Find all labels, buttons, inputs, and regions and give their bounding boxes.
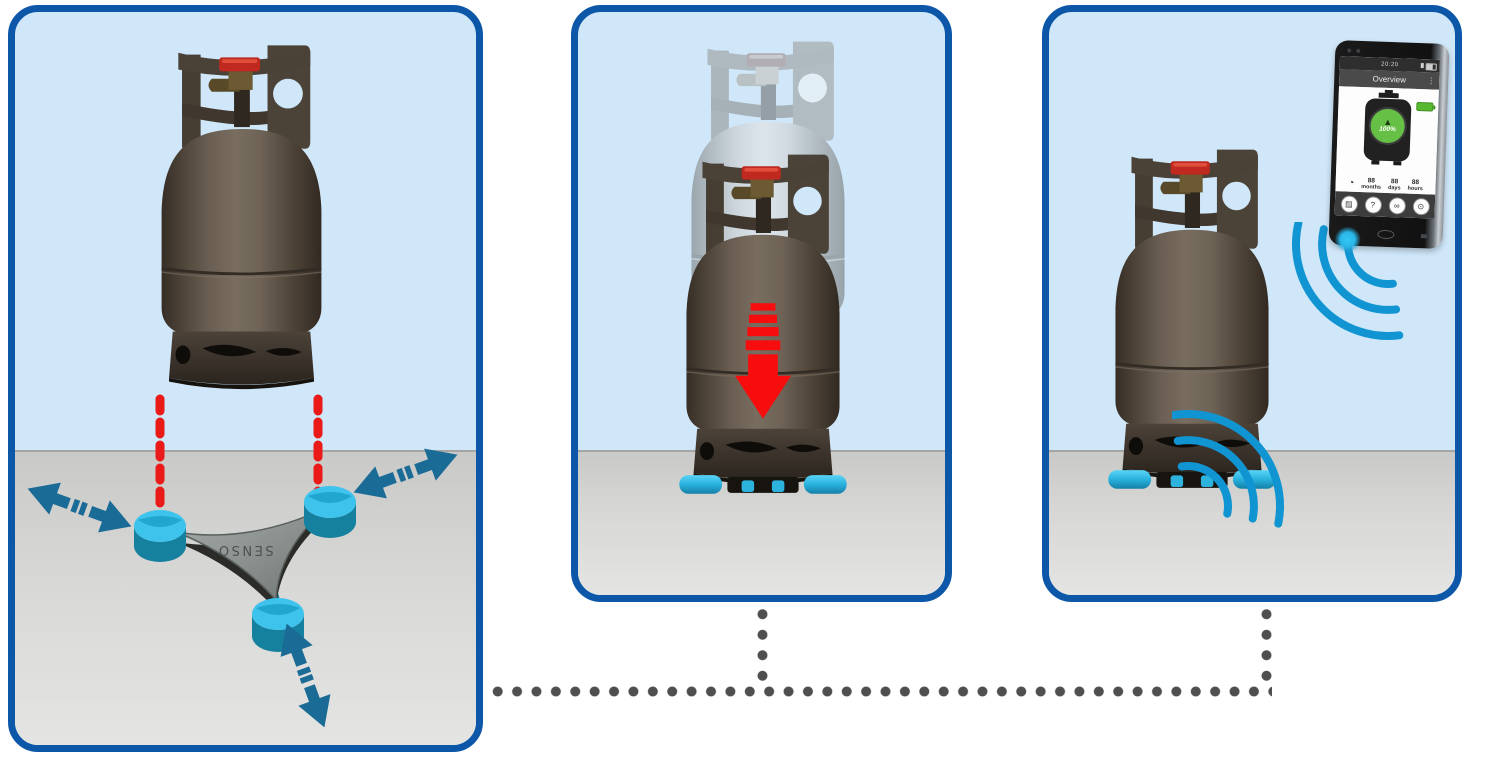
wifi-waves-cylinder: [1172, 410, 1284, 528]
senso-base-device: SENSO: [134, 486, 356, 652]
status-time: 20:20: [1380, 61, 1399, 68]
connector-dotted-line-step2: [757, 604, 768, 688]
phone-menu-key: [1420, 234, 1427, 239]
phone-nav-chart-icon: ▤: [1340, 194, 1358, 213]
base-brand-label: SENSO: [216, 542, 273, 557]
app-title: Overview: [1372, 74, 1407, 85]
phone-nav-bulb-icon: ?: [1364, 195, 1382, 214]
smartphone: 20:20 Overview ⋮ ▲ 100%: [1328, 40, 1450, 254]
gauge-percent-value: 100%: [1379, 125, 1396, 134]
device-battery-icon: [1416, 101, 1434, 112]
phone-camera-dot: [1347, 48, 1352, 53]
phone-screen: 20:20 Overview ⋮ ▲ 100%: [1334, 56, 1440, 219]
stat-days: 88 days: [1388, 178, 1401, 191]
clock-icon: ◔: [1348, 177, 1355, 189]
overflow-menu-icon: ⋮: [1427, 76, 1436, 86]
base-foot-right: [304, 486, 356, 538]
gauge-valve-icon: [1378, 92, 1399, 99]
connector-dotted-line-step3: [1261, 604, 1272, 688]
floor-step-1: [15, 450, 476, 745]
gauge-cylinder-foot-right: [1393, 161, 1402, 166]
base-foot-bottom: [252, 598, 304, 652]
stat-days-unit: days: [1387, 184, 1401, 192]
app-content: ▲ 100% ◔ 88 months 88 days: [1335, 86, 1439, 195]
phone-home-button: [1377, 229, 1395, 240]
base-foot-left: [134, 510, 186, 562]
app-nav-bar: ▤ ? ∞ ⊙: [1334, 191, 1436, 219]
gauge-cylinder-foot-left: [1371, 160, 1380, 165]
stat-months-unit: months: [1361, 184, 1382, 191]
connector-dotted-line-horizontal: [488, 686, 1272, 697]
phone-nav-link-icon: ∞: [1388, 196, 1406, 215]
stat-hours-unit: hours: [1407, 185, 1423, 193]
stat-hours: 88 hours: [1407, 179, 1423, 193]
phone-nav-settings-icon: ⊙: [1412, 197, 1430, 215]
place-down-arrow: [734, 303, 792, 419]
remaining-time-row: ◔ 88 months 88 days 88 hours: [1335, 176, 1435, 192]
app-cylinder-gauge: ▲ 100%: [1363, 92, 1412, 170]
signal-icon: [1420, 63, 1424, 69]
status-battery-icon: [1425, 63, 1437, 71]
gas-cylinder-step-1: [130, 34, 353, 406]
stat-months: 88 months: [1361, 177, 1382, 191]
